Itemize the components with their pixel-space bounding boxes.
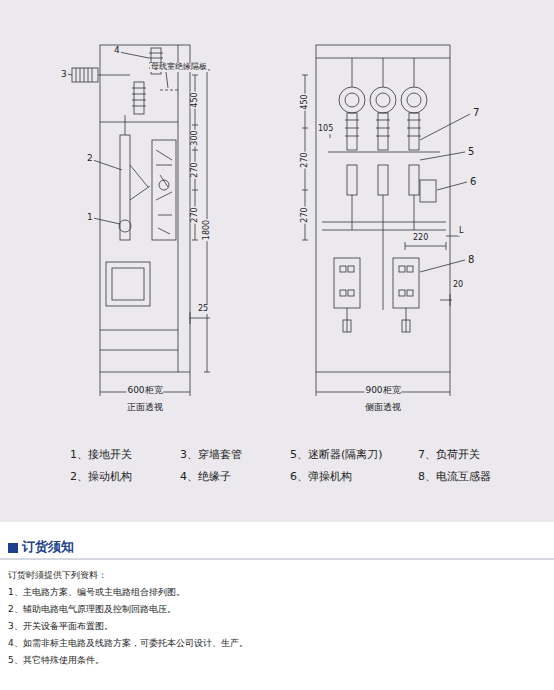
dimension-or-callout: 300 bbox=[191, 129, 200, 146]
view-caption: 正面透视 bbox=[126, 403, 164, 413]
order-note: 4、如需非标主电路及线路方案，可委托本公司设计、生产。 bbox=[8, 639, 248, 649]
dimension-or-callout: 450 bbox=[191, 91, 200, 108]
parts-key-item: 7、负荷开关 bbox=[418, 449, 480, 461]
dimension-or-callout: 220 bbox=[412, 234, 429, 243]
order-note: 2、辅助电路电气原理图及控制回路电压。 bbox=[8, 605, 176, 615]
view-caption: 900柜宽 bbox=[364, 386, 401, 396]
dimension-or-callout: 270 bbox=[301, 151, 310, 168]
parts-key-item: 2、操动机构 bbox=[70, 471, 132, 483]
dimension-or-callout: 270 bbox=[191, 161, 200, 178]
parts-key-item: 4、绝缘子 bbox=[180, 471, 231, 483]
view-caption: 母线室绝缘隔板 bbox=[150, 63, 208, 72]
dimension-or-callout: 8 bbox=[467, 254, 475, 265]
dimension-or-callout: 7 bbox=[472, 107, 480, 118]
parts-key-item: 8、电流互感器 bbox=[418, 471, 491, 483]
view-caption: 600柜宽 bbox=[126, 386, 163, 396]
dimension-or-callout: 2 bbox=[86, 154, 94, 164]
dimension-or-callout: 6 bbox=[469, 176, 477, 187]
parts-key-item: 3、穿墙套管 bbox=[180, 449, 242, 461]
order-note: 5、其它特殊使用条件。 bbox=[8, 656, 104, 666]
dimension-or-callout: 105 bbox=[317, 125, 334, 134]
parts-key-item: 1、接地开关 bbox=[70, 449, 132, 461]
dimension-or-callout: 4 bbox=[113, 46, 121, 56]
order-note: 订货时须提供下列资料： bbox=[8, 571, 107, 581]
dimension-or-callout: 270 bbox=[301, 206, 310, 223]
dimension-or-callout: 270 bbox=[191, 206, 200, 223]
dimension-or-callout: 5 bbox=[467, 146, 475, 157]
order-note: 1、主电路方案、编号或主电路组合排列图。 bbox=[8, 588, 185, 598]
dimension-or-callout: 1800 bbox=[203, 219, 212, 241]
dimension-or-callout: 20 bbox=[452, 281, 464, 290]
parts-key-item: 6、弹操机构 bbox=[290, 471, 352, 483]
dimension-or-callout: 3 bbox=[60, 70, 68, 80]
dimension-or-callout: 25 bbox=[197, 305, 209, 314]
dimension-or-callout: 450 bbox=[301, 93, 310, 110]
dimension-or-callout: L bbox=[458, 227, 464, 236]
view-caption: 侧面透视 bbox=[364, 403, 402, 413]
order-note: 3、开关设备平面布置图。 bbox=[8, 622, 113, 632]
parts-key-item: 5、迷断器(隔离刀) bbox=[290, 449, 383, 461]
dimension-or-callout: 1 bbox=[86, 213, 94, 223]
section-heading: 订货须知 bbox=[22, 540, 74, 554]
